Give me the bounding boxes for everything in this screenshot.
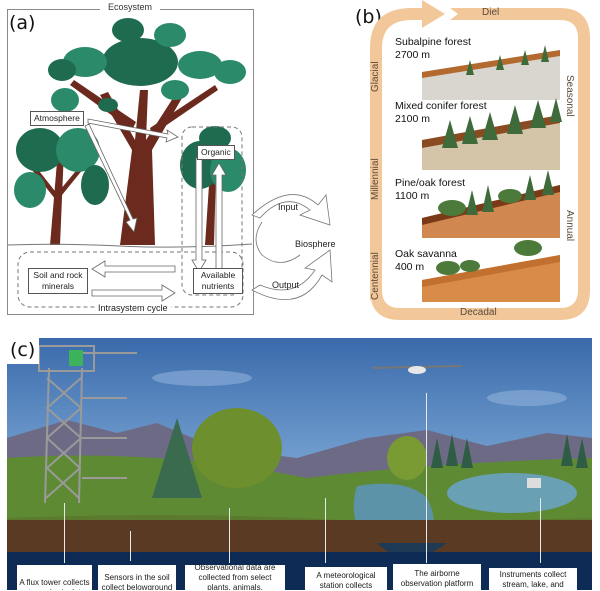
- panel-a-ecosystem-diagram: Ecosystem (a): [0, 0, 370, 320]
- panel-c-observatory-scene: A flux tower collects atmospheric data S…: [0, 330, 600, 591]
- leader-line-aop: [426, 393, 427, 563]
- timescale-centennial: Centennial: [370, 252, 381, 300]
- atmosphere-to-soil-arrow: [84, 123, 138, 233]
- zone-oak-savanna: Oak savanna 400 m: [395, 248, 457, 274]
- zone-name: Subalpine forest: [395, 36, 471, 48]
- zone-elevation: 2100 m: [395, 113, 431, 125]
- soil-to-nutrients-arrow: [91, 284, 176, 302]
- conifer-row-icon: [431, 434, 588, 468]
- timescale-cycle-band: [370, 0, 590, 320]
- zone-name: Mixed conifer forest: [395, 100, 487, 112]
- left-tree-icon: [14, 88, 109, 245]
- soil-minerals-box: Soil and rock minerals: [28, 268, 88, 294]
- caption-soil-sensors: Sensors in the soil collect belowground …: [98, 565, 176, 590]
- lake-instrument-icon: [527, 478, 541, 488]
- zone-subalpine: Subalpine forest 2700 m: [395, 36, 471, 62]
- lake: [447, 473, 577, 513]
- timescale-millennial: Millennial: [370, 158, 381, 200]
- deciduous-tree-icon: [192, 408, 282, 488]
- timescale-diel: Diel: [482, 7, 500, 18]
- organic-box: Organic: [197, 145, 235, 160]
- output-label: Output: [272, 280, 300, 290]
- zone-elevation: 2700 m: [395, 49, 431, 61]
- available-nutrients-box: Available nutrients: [193, 268, 243, 294]
- leader-line-soil-sensors: [130, 531, 131, 561]
- panel-b-elevation-timescales: (b) Diel: [355, 0, 600, 320]
- leader-line-aquatic: [540, 498, 541, 563]
- zone-mixed-conifer: Mixed conifer forest 2100 m: [395, 100, 487, 126]
- zone-name: Oak savanna: [395, 248, 457, 260]
- timescale-annual: Annual: [564, 210, 575, 242]
- caption-airborne-platform: The airborne observation platform (AOP) …: [393, 564, 481, 590]
- nutrients-to-soil-arrow: [91, 260, 176, 278]
- airplane-icon: [371, 365, 463, 374]
- zone-name: Pine/oak forest: [395, 177, 466, 189]
- caption-flux-tower: A flux tower collects atmospheric data: [17, 565, 92, 590]
- soil-layer: [7, 520, 592, 552]
- intrasystem-cycle-label: Intrasystem cycle: [95, 303, 171, 313]
- biosphere-cycle-icon: [251, 194, 333, 300]
- oak-trees-icon: [436, 189, 542, 275]
- panel-label-b: (b): [355, 6, 382, 28]
- ecosystem-illustration: [7, 18, 333, 308]
- right-tree-icon: [180, 126, 246, 245]
- sensor-box-icon: [69, 350, 83, 366]
- timescale-glacial: Glacial: [370, 61, 381, 92]
- landscape-scene: A flux tower collects atmospheric data S…: [7, 338, 592, 590]
- zone-pine-oak: Pine/oak forest 1100 m: [395, 177, 465, 203]
- zone-elevation: 1100 m: [395, 190, 430, 202]
- atmosphere-box: Atmosphere: [30, 111, 84, 126]
- panel-label-c: (c): [7, 338, 40, 364]
- biosphere-label: Biosphere: [295, 239, 336, 249]
- panel-label-a: (a): [9, 12, 36, 34]
- zone-elevation: 400 m: [395, 261, 425, 273]
- conifer-trees-icon: [442, 45, 562, 215]
- atmosphere-to-organic-arrow: [87, 118, 179, 143]
- organic-to-nutrients-arrow: [191, 157, 207, 273]
- nutrients-to-organic-arrow: [211, 162, 227, 276]
- caption-meteorological-station: A meteorological station collects atmosp…: [305, 567, 387, 590]
- timescale-seasonal: Seasonal: [564, 75, 575, 117]
- input-label: Input: [278, 202, 299, 212]
- spruce-tree-icon: [152, 418, 202, 498]
- leader-line-observational: [229, 508, 230, 563]
- caption-observational-data: Observational data are collected from se…: [185, 563, 285, 590]
- leader-line-met-station: [325, 498, 326, 563]
- ecosystem-title: Ecosystem: [100, 2, 161, 12]
- leader-line-flux-tower: [64, 503, 65, 563]
- oak-savanna-slope-illustration: [422, 255, 560, 302]
- timescale-decadal: Decadal: [460, 307, 497, 318]
- band-left-upper: [370, 0, 445, 300]
- caption-aquatic-instruments: Instruments collect stream, lake, and gr…: [489, 568, 577, 590]
- landscape-illustration: [7, 338, 592, 590]
